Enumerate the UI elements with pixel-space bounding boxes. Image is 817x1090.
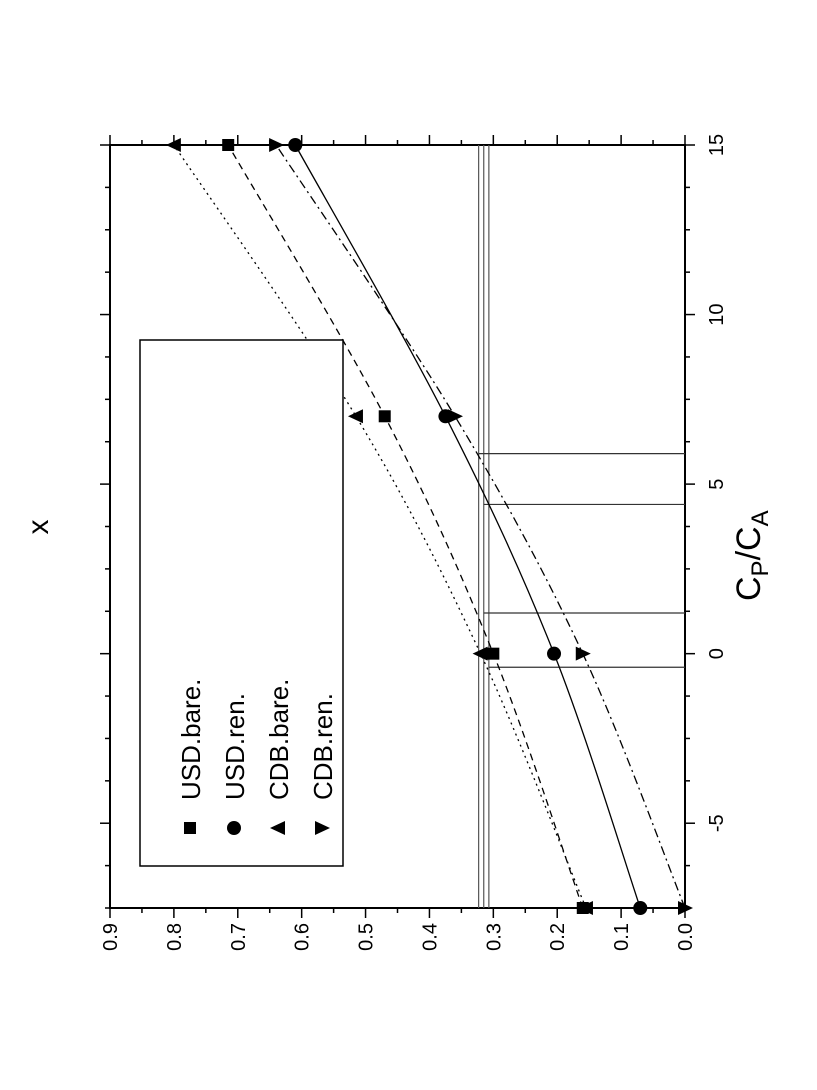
x-tick-label: -5: [706, 814, 728, 832]
y-axis: 0.0 0.1 0.2 0.3 0.4 0.5 0.6 0.7 0.8 0.9: [100, 135, 697, 951]
series-line: [173, 144, 587, 909]
legend-marker-triangle-up: [270, 821, 285, 835]
series-curves: [173, 144, 686, 909]
x-tick-label: 10: [706, 303, 728, 325]
y-tick-label: 0.1: [611, 923, 633, 951]
legend-label: USD.ren.: [220, 693, 250, 800]
series-line: [227, 144, 584, 909]
legend-marker-square: [184, 822, 196, 834]
data-point-circle: [288, 138, 303, 152]
x-tick-label: 15: [706, 134, 728, 156]
x-axis-label-main: C: [730, 576, 768, 601]
data-point-circle: [633, 901, 648, 915]
x-axis-label-sub1: P: [747, 560, 774, 576]
x-axis-label-sep: /C: [730, 526, 768, 560]
legend-box: [139, 339, 344, 867]
legend: USD.bare. USD.ren. CDB.bare. CDB.ren.: [139, 339, 344, 867]
y-tick-label: 0.2: [547, 923, 569, 951]
x-axis-label: CP/CA: [730, 510, 774, 601]
y-tick-label: 0.3: [483, 923, 505, 951]
series-line: [294, 144, 641, 909]
y-axis-label: x: [22, 520, 55, 535]
series-line: [275, 144, 686, 909]
legend-marker-triangle-down: [315, 821, 330, 835]
data-point-triangle-up: [472, 646, 488, 661]
x-axis: -5 0 5 10 15: [100, 134, 728, 909]
y-tick-label: 0.4: [419, 923, 441, 951]
legend-entries: USD.bare. USD.ren. CDB.bare. CDB.ren.: [176, 679, 338, 835]
data-point-triangle-down: [448, 409, 463, 424]
legend-label: USD.bare.: [176, 679, 206, 800]
y-tick-label: 0.0: [675, 923, 697, 951]
y-tick-label: 0.9: [100, 923, 122, 951]
data-point-triangle-down: [269, 138, 285, 152]
x-axis-label-sub2: A: [747, 510, 774, 526]
data-point-square: [222, 139, 235, 151]
y-tick-label: 0.7: [228, 923, 250, 951]
legend-label: CDB.ren.: [308, 693, 338, 800]
x-tick-label: 0: [706, 648, 728, 659]
reference-lines: [478, 145, 685, 908]
y-tick-label: 0.5: [356, 923, 378, 951]
y-tick-label: 0.8: [164, 923, 186, 951]
data-point-triangle-up: [347, 409, 363, 424]
data-point-circle: [547, 646, 562, 661]
data-point-square: [487, 647, 500, 660]
legend-label: CDB.bare.: [264, 679, 294, 800]
y-tick-label: 0.6: [292, 923, 314, 951]
data-point-triangle-down: [575, 646, 591, 661]
legend-marker-circle: [227, 821, 241, 835]
data-point-square: [378, 410, 391, 423]
x-tick-label: 5: [706, 479, 728, 490]
